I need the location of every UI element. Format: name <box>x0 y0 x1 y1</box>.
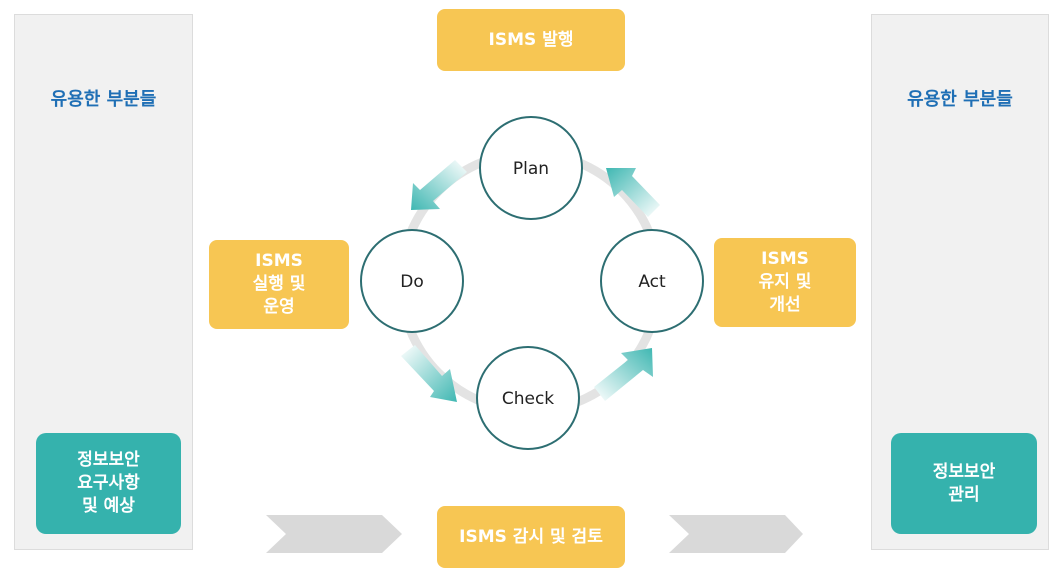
plan-node <box>479 116 583 220</box>
chevron-left <box>266 515 402 553</box>
right-panel-title: 유용한 부분들 <box>907 89 1013 110</box>
security-requirements-box: 정보보안 요구사항 및 예상 <box>36 433 181 534</box>
arrow-act-to-plan <box>606 168 660 217</box>
security-management-box: 정보보안 관리 <box>891 433 1037 534</box>
isms-implement-operate-box: ISMS 실행 및 운영 <box>209 240 349 329</box>
chevron-right <box>669 515 803 553</box>
do-label: Do <box>400 272 424 292</box>
isms-monitor-review-box: ISMS 감시 및 검토 <box>437 506 625 568</box>
arrow-do-to-check <box>401 345 457 402</box>
check-node <box>476 346 580 450</box>
isms-maintain-improve-box: ISMS 유지 및 개선 <box>714 238 856 327</box>
arrow-plan-to-do <box>411 160 467 210</box>
isms-publish-box: ISMS 발행 <box>437 9 625 71</box>
do-node <box>360 229 464 333</box>
check-label: Check <box>502 389 554 409</box>
act-label: Act <box>638 272 666 292</box>
plan-label: Plan <box>513 159 549 179</box>
act-node <box>600 229 704 333</box>
left-panel-title: 유용한 부분들 <box>50 89 157 110</box>
arrow-check-to-act <box>594 348 653 401</box>
